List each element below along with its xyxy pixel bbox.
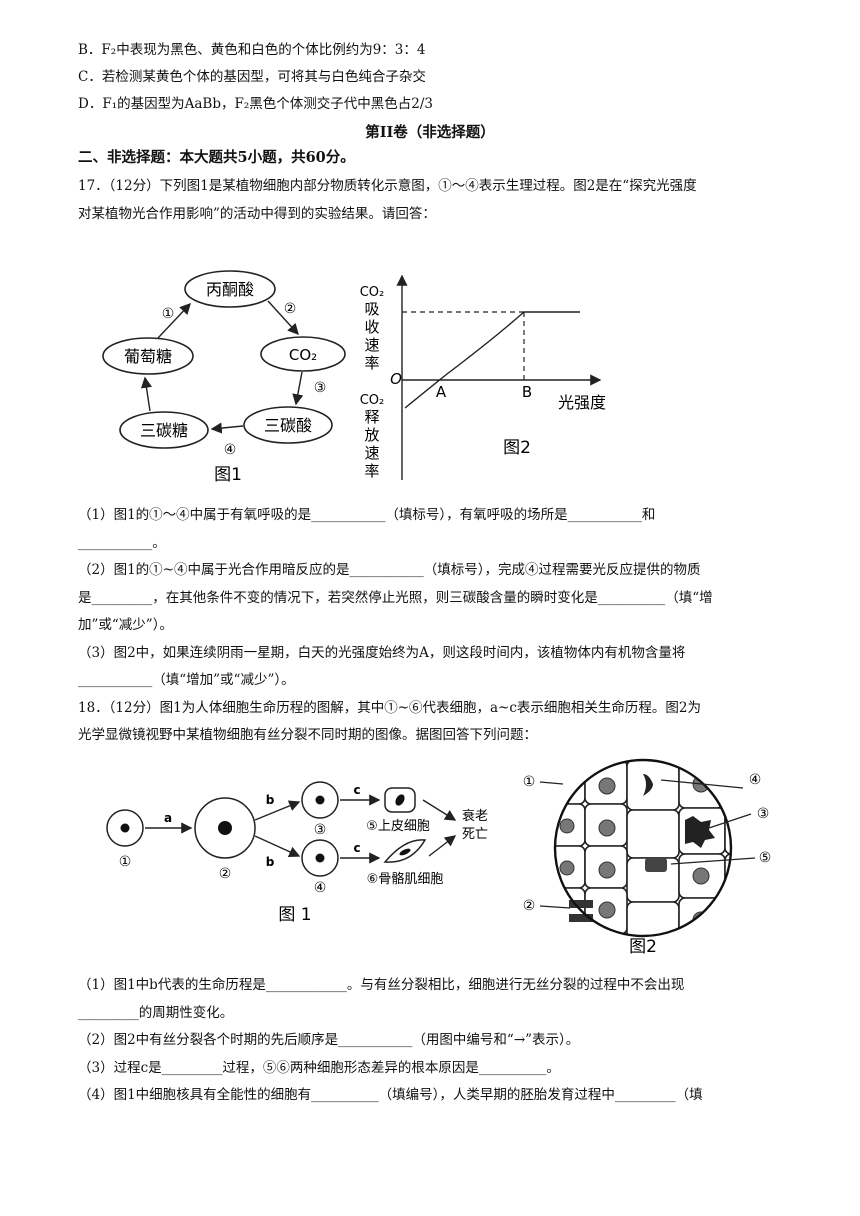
fate-line-2: 死亡 <box>462 827 488 842</box>
q17-s1-1: （1）图1的①～④中属于有氧呼吸的是___________（填标号），有氧呼吸的… <box>78 507 656 523</box>
x-axis-label: 光强度 <box>558 393 606 412</box>
q17-intro-1: 17．（12分）下列图1是某植物细胞内部分物质转化示意图，①～④表示生理过程。图… <box>78 178 697 194</box>
q18-intro-2: 光学显微镜视野中某植物细胞有丝分裂不同时期的图像。据图回答下列问题： <box>78 727 537 743</box>
node-c3acid-shape <box>243 406 333 444</box>
cell-4-shape <box>301 839 339 877</box>
point-a-label: A <box>436 383 447 401</box>
node-pyruvate: 丙酮酸 <box>206 280 254 299</box>
y-bottom-4: 率 <box>364 462 379 480</box>
y-top-2: 收 <box>364 318 379 336</box>
node-c3acid: 三碳酸 <box>264 416 312 435</box>
q18-s4: （4）图1中细胞核具有全能性的细胞有__________（填编号），人类早期的胚… <box>78 1087 703 1103</box>
node-co2-shape <box>260 336 346 372</box>
cell-6-label: ⑥骨骼肌细胞 <box>367 871 444 887</box>
field-label-1: ① <box>523 774 536 790</box>
node-glucose: 葡萄糖 <box>124 347 172 366</box>
q18-intro-1: 18．（12分）图1为人体细胞生命历程的图解，其中①~⑥代表细胞，a~c表示细胞… <box>78 700 702 716</box>
node-glucose-shape <box>102 337 194 375</box>
label-4: ④ <box>224 442 237 458</box>
arrow-b-top: b <box>266 793 275 807</box>
field-label-3: ③ <box>757 806 770 822</box>
q17-s1-2: ___________。 <box>78 535 166 551</box>
q18-figure1-caption: 图 1 <box>278 905 311 925</box>
cell-4: ④ <box>314 880 327 896</box>
y-bottom-2: 放 <box>364 426 379 444</box>
origin-label: O <box>390 370 402 388</box>
cell-1-shape <box>106 809 144 847</box>
label-3: ③ <box>314 380 327 396</box>
y-bottom-1: 释 <box>364 408 379 426</box>
q17-intro-2: 对某植物光合作用影响”的活动中得到的实验结果。请回答： <box>78 206 436 222</box>
cell-2: ② <box>219 866 232 882</box>
option-d: D．F₁的基因型为AaBb，F₂黑色个体测交子代中黑色占2/3 <box>78 96 433 112</box>
fate-line-1: 衰老 <box>462 808 488 824</box>
arrow-1 <box>157 302 191 339</box>
arrow-3 <box>292 371 304 406</box>
label-1: ① <box>162 306 175 322</box>
q18-figure1: ① ② ③ ④ a b b c c ⑤上皮细胞 ⑥骨骼肌细胞 衰老 死亡 图 1 <box>106 781 488 925</box>
q17-s3-1: （3）图2中，如果连续阴雨一星期，白天的光强度始终为A，则这段时间内，该植物体内… <box>78 645 686 661</box>
arrow-5 <box>140 376 153 412</box>
arrow-b-bottom: b <box>266 855 275 869</box>
cell-3: ③ <box>314 822 327 838</box>
q17-s3-2: ___________（填“增加”或“减少”）。 <box>78 672 295 688</box>
arrow-c-bottom: c <box>353 841 360 855</box>
field-label-5: ⑤ <box>759 850 772 866</box>
cell-3-shape <box>301 781 339 819</box>
arrow-c-top: c <box>353 783 360 797</box>
field-label-2: ② <box>523 898 536 914</box>
q18-s1-1: （1）图1中b代表的生命历程是____________。与有丝分裂相比，细胞进行… <box>78 977 685 993</box>
y-top-1: 吸 <box>364 300 379 318</box>
q17-s2-2: 是_________，在其他条件不变的情况下，若突然停止光照，则三碳酸含量的瞬时… <box>78 590 713 606</box>
q18-s3: （3）过程c是_________过程，⑤⑥两种细胞形态差异的根本原因是_____… <box>78 1060 560 1076</box>
field-label-4: ④ <box>749 772 762 788</box>
option-b: B．F₂中表现为黑色、黄色和白色的个体比例约为9：3：4 <box>78 42 426 58</box>
section2-heading: 二、非选择题：本大题共5小题，共60分。 <box>78 149 355 166</box>
figure2-caption: 图2 <box>503 438 531 458</box>
node-co2: CO₂ <box>289 346 317 364</box>
figure1-caption: 图1 <box>214 465 242 485</box>
y-top-4: 率 <box>364 354 379 372</box>
q18-s2: （2）图2中有丝分裂各个时期的先后顺序是___________（用图中编号和“→… <box>78 1032 580 1048</box>
arrow-4 <box>210 422 244 434</box>
option-c: C．若检测某黄色个体的基因型，可将其与白色纯合子杂交 <box>78 69 426 85</box>
cell-1: ① <box>119 854 132 870</box>
q17-figure2: CO₂ 吸 收 速 率 CO₂ 释 放 速 率 O A B 光强度 图2 <box>360 274 606 480</box>
q18-figure2: ① ② ③ ④ ⑤ 图2 <box>523 758 772 957</box>
node-pyruvate-shape <box>184 270 276 308</box>
arrow-2 <box>267 300 299 336</box>
cell-6-shape <box>383 839 427 863</box>
q18-s1-2: _________的周期性变化。 <box>78 1005 234 1021</box>
cell-5-shape <box>384 787 416 813</box>
y-top-3: 速 <box>364 336 379 354</box>
node-c3sugar-shape <box>119 411 209 449</box>
q18-figure2-caption: 图2 <box>629 937 657 957</box>
curve <box>404 311 580 409</box>
label-2: ② <box>284 301 297 317</box>
y-top-0: CO₂ <box>360 285 385 300</box>
section2-title: 第II卷（非选择题） <box>365 124 495 141</box>
y-bottom-3: 速 <box>364 444 379 462</box>
node-c3sugar: 三碳糖 <box>140 421 188 440</box>
point-b-label: B <box>522 383 532 401</box>
y-bottom-0: CO₂ <box>360 393 385 408</box>
q17-s2-3: 加”或“减少”）。 <box>78 617 173 633</box>
cell-5-label: ⑤上皮细胞 <box>366 819 430 834</box>
cell-2-shape <box>194 797 256 859</box>
arrow-a: a <box>164 811 172 825</box>
q17-s2-1: （2）图1的①~④中属于光合作用暗反应的是___________（填标号），完成… <box>78 562 701 578</box>
q17-figure1: 丙酮酸 CO₂ 三碳酸 三碳糖 葡萄糖 ① ② ③ ④ 图1 <box>102 270 346 485</box>
